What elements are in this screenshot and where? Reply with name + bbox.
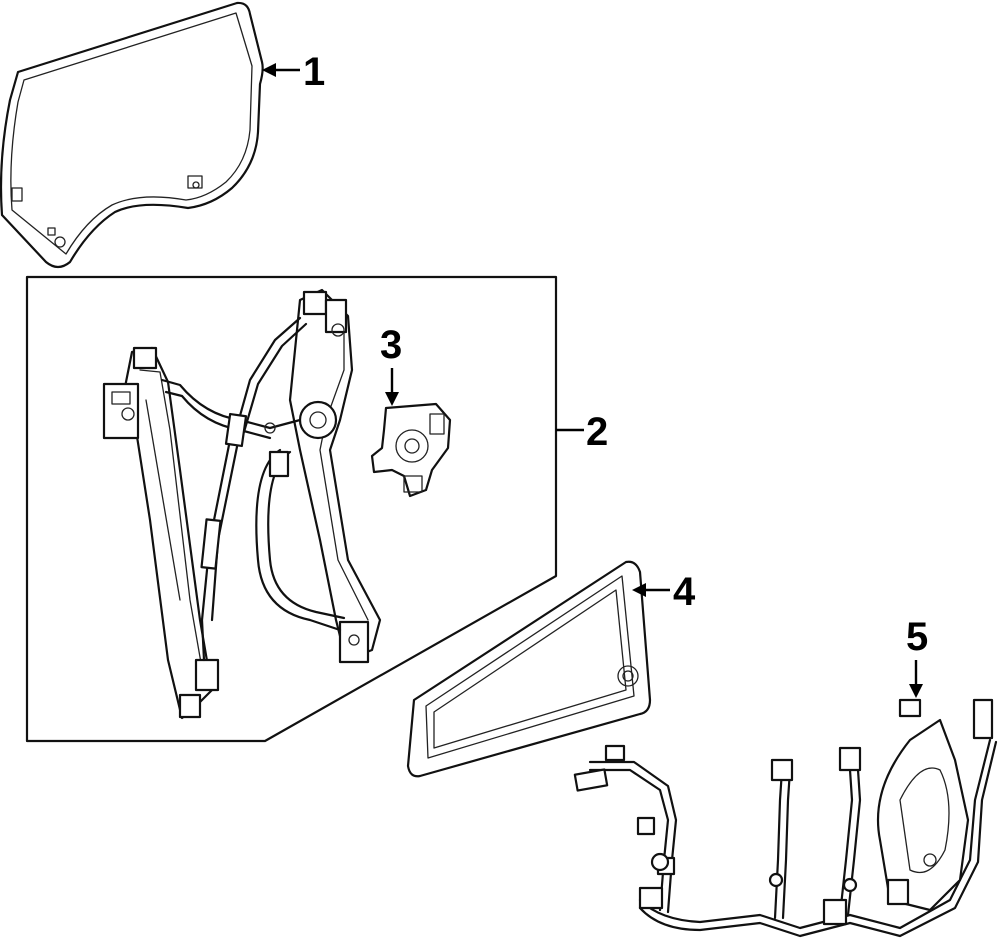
window-regulator[interactable] [102, 288, 382, 720]
callout-number: 2 [586, 410, 608, 454]
quarter-glass[interactable] [406, 560, 652, 778]
callout-4: 4 [632, 570, 696, 614]
callout-number: 3 [380, 323, 402, 367]
callout-number: 4 [673, 570, 696, 614]
callout-number: 1 [303, 50, 325, 94]
regulator-group-box [25, 275, 558, 743]
callout-5: 5 [906, 615, 928, 698]
callout-number: 5 [906, 615, 928, 659]
glass-clip-hole [47, 227, 56, 236]
regulator-motor[interactable] [370, 402, 452, 498]
callout-2: 2 [556, 410, 608, 454]
door-glass[interactable] [0, 1, 264, 269]
callout-3: 3 [380, 323, 402, 406]
glass-clip-hole [11, 187, 23, 202]
door-wiring-harness[interactable] [573, 698, 998, 938]
callout-1: 1 [262, 50, 325, 94]
